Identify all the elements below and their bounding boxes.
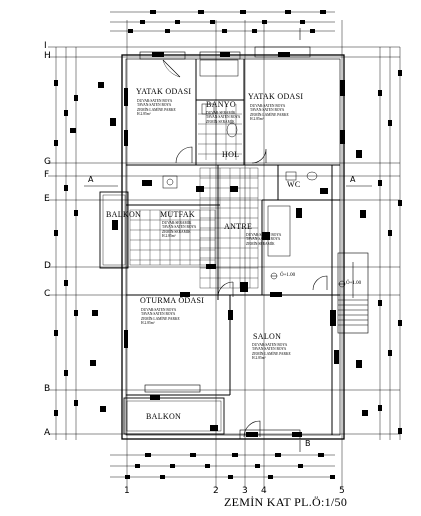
room-spec-salon: DUVAR:SATEN BOYA TAVAN:SATEN BOYA ZEMİN:… xyxy=(252,343,291,361)
room-spec-mutfak: DUVAR:SERAMİK TAVAN:SATEN BOYA ZEMİN:SER… xyxy=(162,221,197,239)
room-spec-yatak-odasi-1: DUVAR:SATEN BOYA TAVAN:SATEN BOYA ZEMİN:… xyxy=(137,99,176,117)
axis-label-E: E xyxy=(44,194,50,204)
axis-label-G: G xyxy=(44,157,51,167)
room-spec-antre: DUVAR:SATEN BOYA TAVAN:SATEN BOYA ZEMİN:… xyxy=(246,233,282,246)
door-swings xyxy=(162,59,328,438)
axis-label-B: B xyxy=(44,384,51,394)
elevation-entry: Ö+1.00 xyxy=(280,273,296,278)
section-markers xyxy=(84,28,372,452)
axis-label-A: A xyxy=(44,428,51,438)
drawing-title: ZEMİN KAT PL.Ö:1/50 xyxy=(224,495,348,509)
dimension-ticks xyxy=(54,10,402,479)
room-spec-banyo: DUVAR:SERAMİK TAVAN:SATEN BOYA ZEMİN:SER… xyxy=(206,111,241,124)
axis-label-3: 3 xyxy=(242,486,248,496)
axis-label-H: H xyxy=(44,51,51,61)
axis-label-4: 4 xyxy=(261,486,267,496)
fixtures xyxy=(162,59,318,257)
section-mark-bottom: B xyxy=(305,439,311,448)
room-label-wc: WC xyxy=(287,180,301,189)
room-label-antre: ANTRE xyxy=(224,222,253,231)
room-label-salon: SALON xyxy=(253,332,282,341)
room-label-yatak-odasi-1: YATAK ODASI xyxy=(136,87,192,96)
room-label-banyo: BANYO xyxy=(206,100,236,109)
entry-elevation-marker xyxy=(270,272,346,288)
bath-floor-tiles xyxy=(198,104,242,160)
room-label-balkon-1: BALKON xyxy=(106,210,142,219)
wall-blocks xyxy=(70,52,368,437)
axis-label-D: D xyxy=(44,261,51,271)
elevation-stair: Ö+1.00 xyxy=(346,281,362,286)
axis-label-5: 5 xyxy=(339,486,345,496)
room-label-hol: HOL xyxy=(222,150,240,159)
room-spec-yatak-odasi-2: DUVAR:SATEN BOYA TAVAN:SATEN BOYA ZEMİN:… xyxy=(250,104,289,122)
room-spec-oturma-odasi: DUVAR:SATEN BOYA TAVAN:SATEN BOYA ZEMİN:… xyxy=(141,308,180,326)
room-label-yatak-odasi-2: YATAK ODASI xyxy=(248,92,304,101)
room-label-oturma-odasi: OTURMA ODASI xyxy=(140,296,205,305)
room-label-balkon-2: BALKON xyxy=(146,412,182,421)
axis-label-1: 1 xyxy=(124,486,130,496)
left-balcony xyxy=(99,191,129,269)
hall-floor-tiles xyxy=(199,167,259,289)
section-mark-right: A xyxy=(350,175,356,184)
bottom-balcony xyxy=(123,397,225,435)
axis-label-C: C xyxy=(44,289,51,299)
axis-label-I: I xyxy=(44,41,47,51)
axis-label-F: F xyxy=(44,170,50,180)
room-label-mutfak: MUTFAK xyxy=(160,210,195,219)
staircase xyxy=(337,252,369,334)
axis-label-2: 2 xyxy=(213,486,219,496)
section-mark-left: A xyxy=(88,175,94,184)
